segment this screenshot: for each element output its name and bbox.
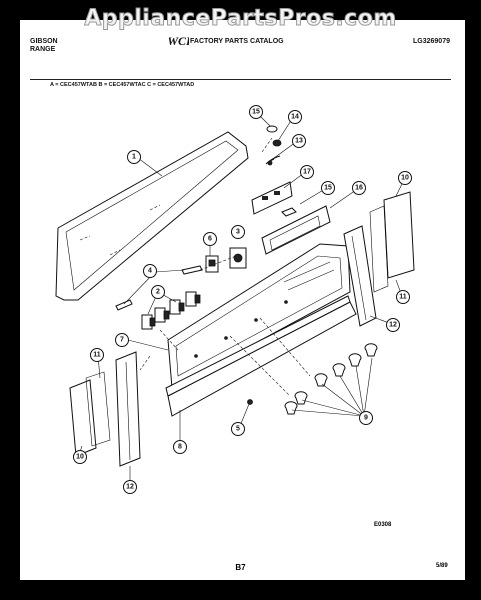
alignment-lines [139, 137, 311, 397]
callout-15-top: 15 [249, 105, 263, 119]
callout-14: 14 [288, 110, 302, 124]
svg-text:5: 5 [236, 426, 240, 433]
svg-text:11: 11 [399, 294, 407, 301]
callout-3: 3 [231, 225, 245, 239]
svg-text:10: 10 [401, 175, 409, 182]
page-number: B7 [235, 563, 246, 572]
svg-text:13: 13 [295, 138, 303, 145]
lower-trim-strip [165, 295, 357, 417]
callout-8: 8 [173, 440, 187, 454]
callout-6: 6 [203, 232, 217, 246]
svg-text:4: 4 [148, 268, 152, 275]
svg-text:8: 8 [178, 444, 182, 451]
svg-text:15: 15 [252, 109, 260, 116]
backguard-glass-panel [55, 131, 249, 301]
knob-screw [247, 399, 253, 405]
callout-15-mid: 15 [321, 181, 335, 195]
callout-12-right: 12 [386, 318, 400, 332]
callout-2: 2 [151, 285, 165, 299]
callout-11-left: 11 [90, 348, 104, 362]
signal-light [205, 255, 219, 273]
figure-code: E0308 [374, 522, 392, 528]
leader-lines [79, 113, 405, 484]
document-id: LG3269079 [413, 38, 450, 45]
svg-text:14: 14 [291, 114, 299, 121]
mounting-brackets [115, 265, 203, 311]
callout-10-left: 10 [73, 450, 87, 464]
header-rule [30, 79, 451, 80]
callout-10-right: 10 [398, 171, 412, 185]
clip-hardware [265, 125, 282, 166]
callout-labels: 15 14 13 1 17 15 16 10 6 3 4 2 7 11 12 1… [73, 105, 412, 494]
oven-control-panel [261, 205, 331, 255]
print-date: 5/89 [436, 563, 448, 569]
svg-text:WCI: WCI [169, 34, 189, 48]
callout-1: 1 [127, 150, 141, 164]
svg-text:7: 7 [120, 337, 124, 344]
selector-switch [229, 247, 247, 269]
svg-text:2: 2 [156, 289, 160, 296]
wci-logo: WCI [169, 34, 189, 48]
infinite-switches [141, 291, 201, 330]
svg-text:12: 12 [389, 322, 397, 329]
callout-13: 13 [292, 134, 306, 148]
catalog-title: FACTORY PARTS CATALOG [190, 38, 284, 45]
callout-12-left: 12 [123, 480, 137, 494]
svg-text:1: 1 [132, 154, 136, 161]
svg-text:9: 9 [364, 415, 368, 422]
callout-5: 5 [231, 422, 245, 436]
svg-text:15: 15 [324, 185, 332, 192]
callout-11-right: 11 [396, 290, 410, 304]
model-list: A = CEC457WTAB B = CEC457WTAC C = CEC457… [50, 82, 195, 88]
svg-text:16: 16 [355, 185, 363, 192]
svg-text:3: 3 [236, 229, 240, 236]
callout-9: 9 [359, 411, 373, 425]
right-end-cap [369, 191, 415, 293]
svg-text:17: 17 [303, 169, 311, 176]
main-control-panel [167, 243, 351, 389]
callout-17: 17 [300, 165, 314, 179]
left-side-bracket [115, 351, 141, 467]
watermark: AppliancePartsPros.com [84, 6, 397, 32]
svg-text:10: 10 [76, 454, 84, 461]
svg-text:12: 12 [126, 484, 134, 491]
svg-text:11: 11 [93, 352, 101, 359]
brand-line-1: GIBSON [30, 38, 58, 45]
brand-line-2: RANGE [30, 46, 56, 53]
callout-4: 4 [143, 264, 157, 278]
callout-16: 16 [352, 181, 366, 195]
clock-timer [251, 181, 293, 215]
callout-7: 7 [115, 333, 129, 347]
left-end-cap [69, 371, 111, 457]
svg-text:6: 6 [208, 236, 212, 243]
control-knobs [284, 343, 378, 415]
